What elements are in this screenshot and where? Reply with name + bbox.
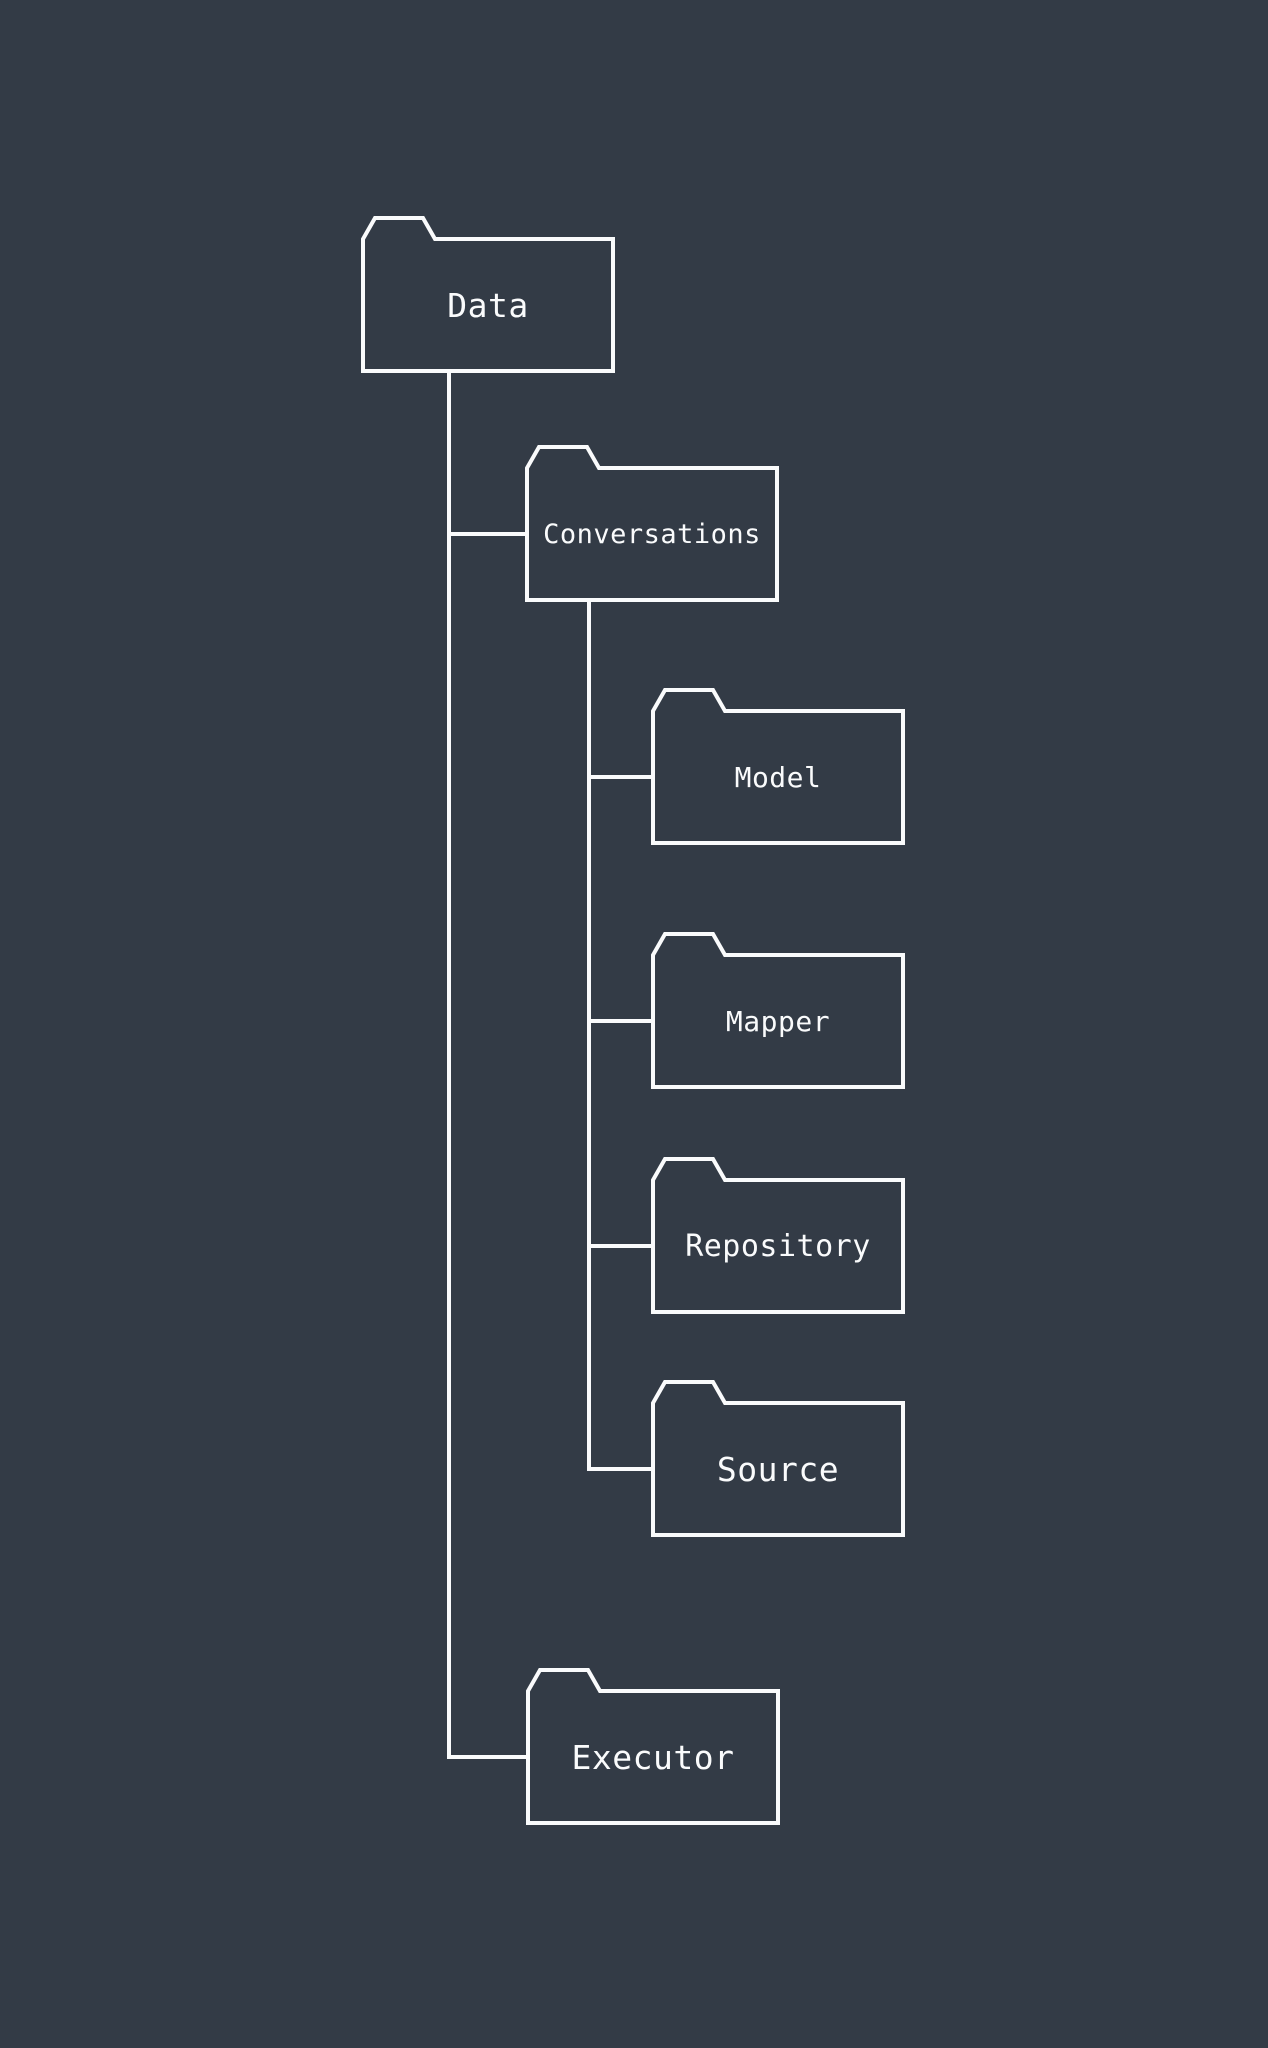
edge-conversations-to-source	[587, 600, 653, 1471]
edge-data-to-executor	[447, 372, 528, 1759]
folder-label: Repository	[685, 1228, 871, 1264]
folder-icon	[651, 932, 905, 1089]
folder-label: Data	[447, 285, 529, 325]
tree-node-mapper: Mapper	[651, 932, 905, 1089]
folder-icon	[526, 1668, 780, 1825]
folder-label: Conversations	[543, 518, 761, 550]
tree-node-data: Data	[361, 216, 615, 373]
folder-label: Mapper	[725, 1004, 831, 1038]
folder-icon	[361, 216, 615, 373]
tree-node-repository: Repository	[651, 1157, 905, 1314]
folder-icon	[525, 445, 779, 602]
tree-node-executor: Executor	[526, 1668, 780, 1825]
folder-label: Model	[734, 760, 822, 794]
folder-icon	[651, 1157, 905, 1314]
tree-node-model: Model	[651, 688, 905, 845]
tree-node-source: Source	[651, 1380, 905, 1537]
folder-label: Source	[716, 1449, 840, 1489]
folder-icon	[651, 688, 905, 845]
folder-label: Executor	[571, 1737, 735, 1777]
tree-node-conversations: Conversations	[525, 445, 779, 602]
folder-icon	[651, 1380, 905, 1537]
